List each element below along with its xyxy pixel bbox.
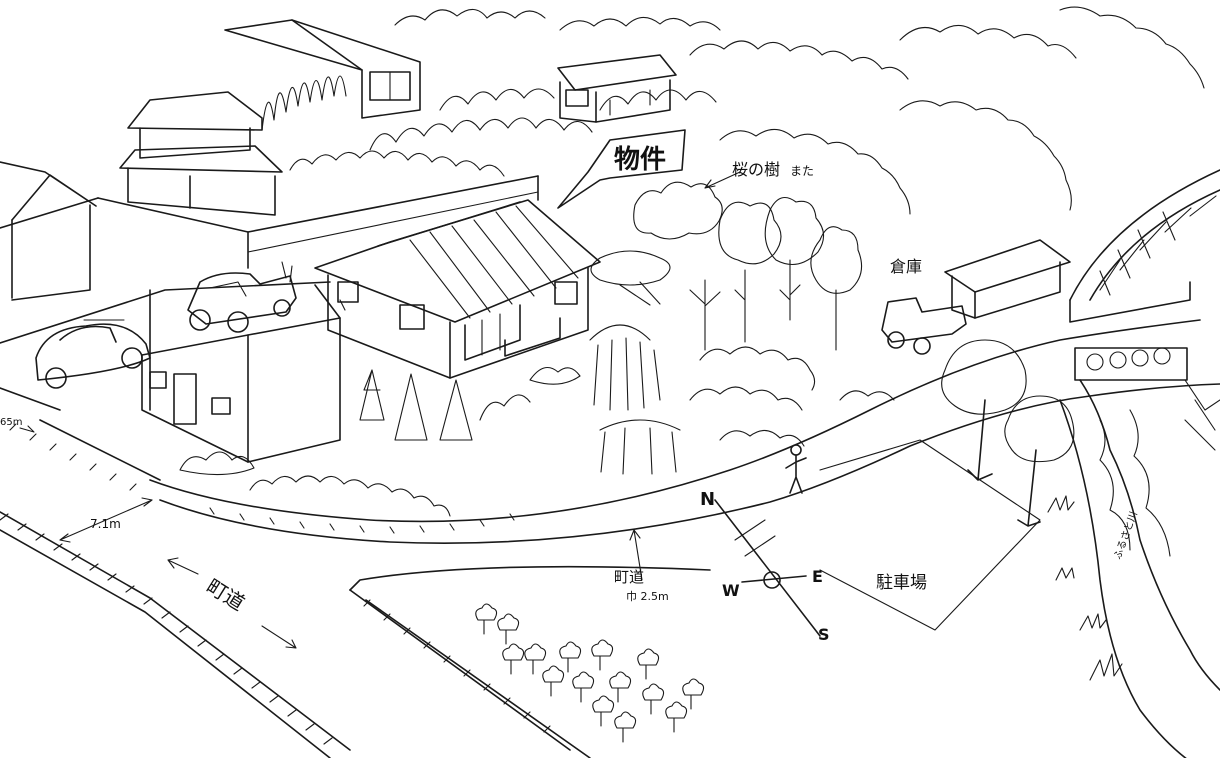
house-top-middle <box>557 54 677 123</box>
walking-person <box>785 444 807 494</box>
dimension-width: 7.1m <box>59 497 153 543</box>
bridge <box>1069 169 1220 451</box>
compass-east: E <box>812 567 823 586</box>
boundary-wall <box>0 175 539 269</box>
dimension-width-label: 7.1m <box>90 517 121 531</box>
grass-tufts <box>1047 495 1123 681</box>
warehouse-label: 倉庫 <box>890 257 922 276</box>
property-label: 物件 <box>614 145 666 175</box>
side-road-label: 町道 <box>614 568 644 586</box>
compass-north: N <box>700 489 715 510</box>
car-left <box>35 319 151 389</box>
sakura-note: また <box>790 164 814 178</box>
sakura-label: 桜の樹 <box>732 160 780 179</box>
road-width-label: 巾 2.5m <box>626 589 669 603</box>
house-far-left <box>0 161 97 301</box>
sakura-label-group: 桜の樹 また <box>704 160 814 189</box>
main-road <box>0 419 711 758</box>
background-hills <box>394 6 1205 215</box>
pickup-truck <box>187 261 297 333</box>
garden-trees <box>179 366 581 517</box>
parking-area: 駐車場 <box>819 439 1041 631</box>
side-road-label-group: 町道 巾 2.5m <box>614 529 669 603</box>
compass-west: W <box>722 581 740 600</box>
property-callout: 物件 <box>557 129 686 209</box>
dimension-left: 65m <box>0 417 35 433</box>
compass-south: S <box>818 625 830 644</box>
small-truck <box>881 297 967 355</box>
middle-shrubs <box>689 346 895 447</box>
flower-field <box>475 603 705 743</box>
house-top-left <box>224 19 421 119</box>
tree-rows-back <box>261 75 717 177</box>
bare-trees-right <box>941 339 1075 527</box>
sakura-trees <box>590 181 863 351</box>
warehouse: 倉庫 <box>890 239 1071 319</box>
dimension-left-label: 65m <box>0 417 22 428</box>
house-two-story <box>119 91 283 216</box>
property-house <box>314 199 601 379</box>
garage-building <box>141 317 341 463</box>
parking-label: 駐車場 <box>876 573 927 593</box>
willow-trees <box>589 324 681 475</box>
compass-rose: N W E S <box>700 489 830 644</box>
